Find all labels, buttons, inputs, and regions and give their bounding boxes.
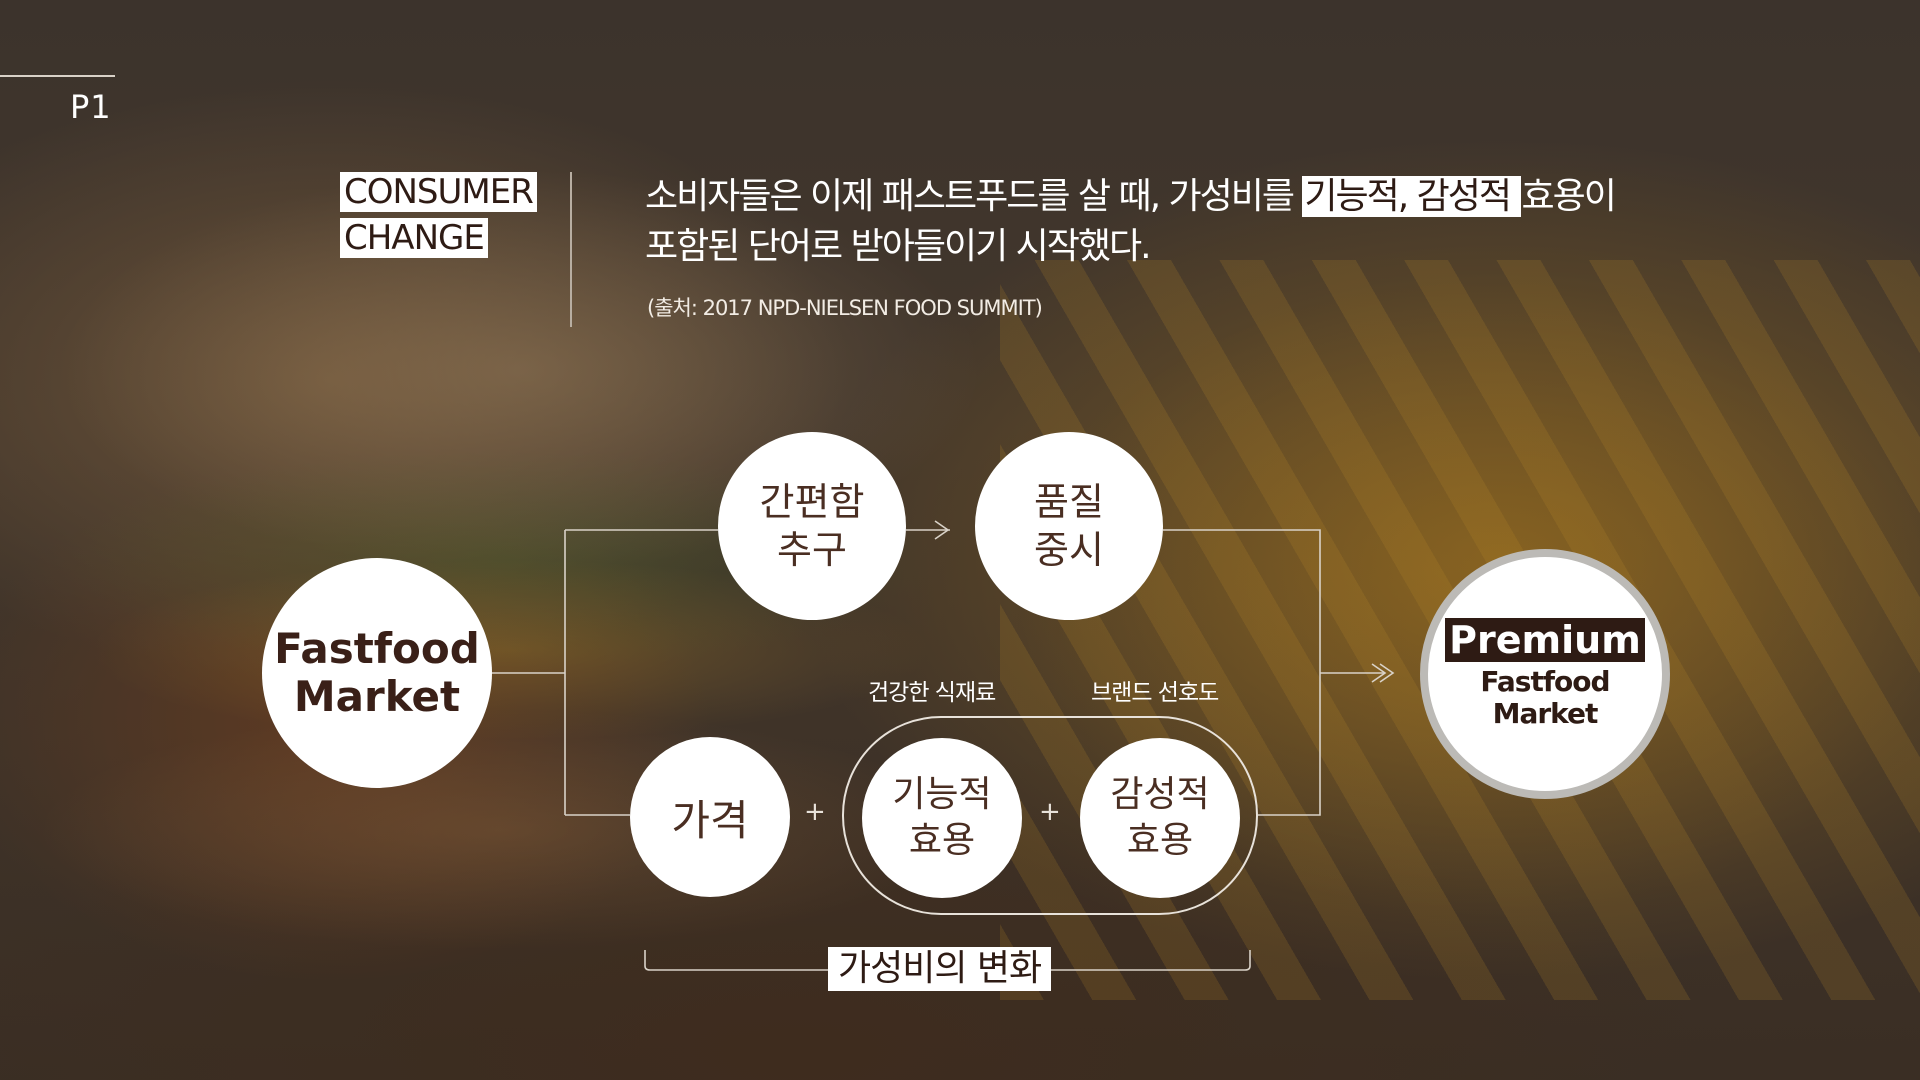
utility-capsule	[842, 716, 1258, 915]
convenience-circle: 간편함 추구	[718, 432, 906, 620]
connector-quality-right	[1163, 529, 1321, 673]
fastfood-market-circle: Fastfood Market	[262, 558, 492, 788]
functional-utility-circle: 기능적 효용	[862, 738, 1022, 898]
source-citation: (출처: 2017 NPD-NIELSEN FOOD SUMMIT)	[647, 296, 1043, 320]
fastfood-label-1: Fastfood	[274, 624, 480, 673]
arrow-convenience-quality	[934, 520, 950, 540]
plus-sign-2: +	[1039, 797, 1061, 827]
consumer-change-tag: CONSUMER CHANGE	[340, 172, 537, 264]
tag-line-2: CHANGE	[340, 218, 488, 258]
premium-market-label: Market	[1492, 697, 1599, 730]
emotional-label-1: 감성적	[1110, 774, 1210, 815]
connector-utility-right	[1258, 673, 1321, 816]
tag-line-1: CONSUMER	[340, 172, 537, 212]
price-circle: 가격	[630, 737, 790, 897]
plus-sign-1: +	[804, 797, 826, 827]
convenience-label-1: 간편함	[759, 480, 865, 524]
fastfood-label-2: Market	[293, 672, 461, 721]
price-label: 가격	[671, 795, 749, 845]
functional-label-2: 효용	[908, 820, 976, 861]
brand-preference-label: 브랜드 선호도	[1091, 680, 1219, 706]
emotional-label-2: 효용	[1126, 820, 1194, 861]
premium-fastfood-market-circle: Premium Fastfood Market	[1420, 549, 1670, 799]
page-number: P1	[70, 88, 112, 126]
convenience-label-2: 추구	[777, 528, 847, 572]
headline-part-1: 소비자들은 이제 패스트푸드를 살 때, 가성비를	[645, 176, 1303, 217]
page-rule	[0, 75, 115, 77]
headline: 소비자들은 이제 패스트푸드를 살 때, 가성비를 기능적, 감성적 효용이 포…	[645, 172, 1617, 272]
premium-fastfood-label: Fastfood	[1480, 665, 1610, 698]
headline-highlight: 기능적, 감성적	[1302, 176, 1522, 217]
header-divider	[570, 172, 572, 327]
premium-label: Premium	[1445, 618, 1645, 662]
functional-label-1: 기능적	[892, 774, 992, 815]
quality-label-2: 중시	[1034, 528, 1104, 572]
quality-circle: 품질 중시	[975, 432, 1163, 620]
arrow-to-premium-2	[1379, 663, 1395, 683]
quality-label-1: 품질	[1034, 480, 1104, 524]
headline-line-2: 포함된 단어로 받아들이기 시작했다.	[645, 226, 1152, 267]
value-for-money-change-label: 가성비의 변화	[828, 947, 1052, 991]
headline-part-2: 효용이	[1521, 176, 1616, 217]
healthy-ingredients-label: 건강한 식재료	[868, 680, 996, 706]
arrow-to-premium-1	[1371, 663, 1387, 683]
emotional-utility-circle: 감성적 효용	[1080, 738, 1240, 898]
